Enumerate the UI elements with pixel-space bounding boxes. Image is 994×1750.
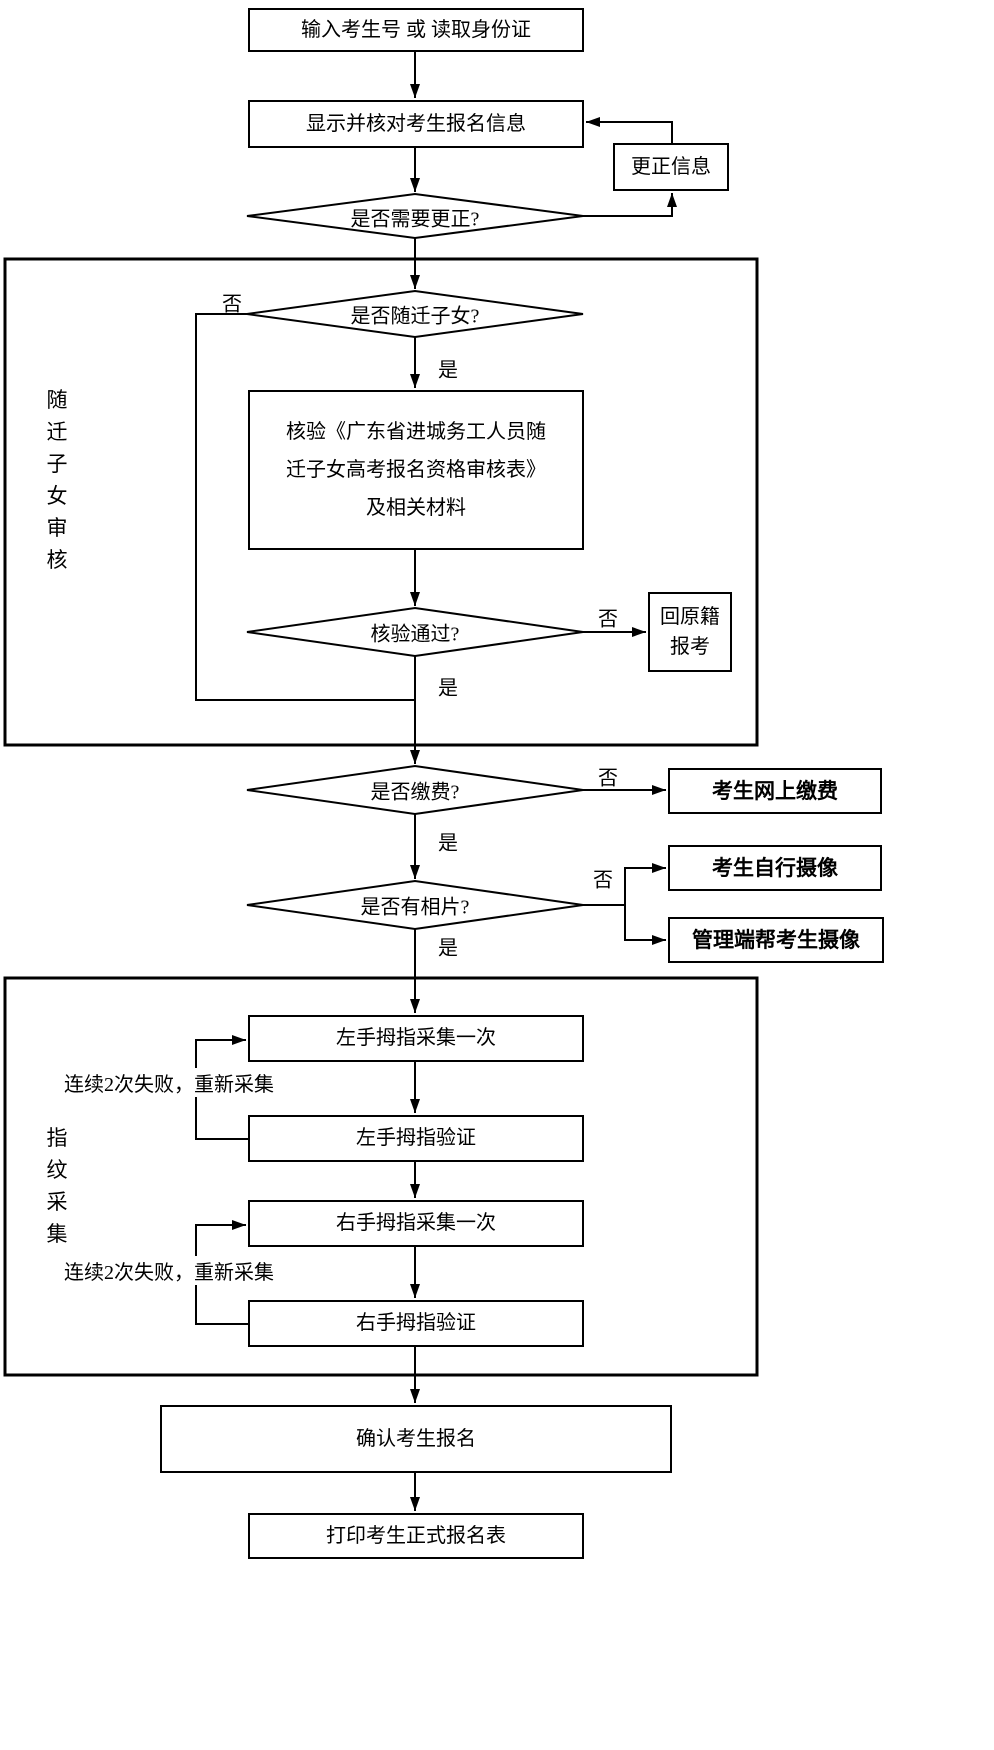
connector-migrant-no-bypass xyxy=(195,313,415,701)
node-verify-form: 核验《广东省进城务工人员随 迁子女高考报名资格审核表》 及相关材料 xyxy=(248,390,584,550)
decision-shapes xyxy=(246,192,584,931)
decision-need-correction-shape xyxy=(246,192,584,240)
flow-connectors xyxy=(195,52,677,1511)
decision-is-paid-label: 是否缴费? xyxy=(370,781,460,804)
node-input: 输入考生号 或 读取身份证 xyxy=(248,8,584,52)
node-print: 打印考生正式报名表 xyxy=(248,1513,584,1559)
node-verify-form-line3: 及相关材料 xyxy=(366,497,466,519)
connector-photo-no-to-self-photo xyxy=(624,863,666,905)
connector-need-correction-to-correct-info xyxy=(583,193,677,217)
node-left-collect-label: 左手拇指采集一次 xyxy=(336,1027,496,1049)
edge-label-yes-paid: 是 xyxy=(438,832,458,855)
fingerprint-region-border xyxy=(3,976,759,1377)
edge-label-no-verify-pass: 否 xyxy=(598,608,618,631)
connector-photo-no-to-admin-photo xyxy=(624,905,666,945)
node-correct-info-label: 更正信息 xyxy=(631,155,711,178)
note-retry-right-thumb: 连续2次失败，重新采集 xyxy=(62,1256,276,1285)
node-self-photo: 考生自行摄像 xyxy=(668,845,882,891)
node-right-verify: 右手拇指验证 xyxy=(248,1300,584,1347)
node-verify-form-line2: 迁子女高考报名资格审核表》 xyxy=(286,459,546,481)
node-input-label: 输入考生号 或 读取身份证 xyxy=(301,18,531,41)
decision-is-paid-shape xyxy=(246,764,584,816)
decision-need-correction-label: 是否需要更正? xyxy=(350,208,480,231)
connector-correct-info-to-display xyxy=(586,117,673,143)
decision-is-migrant-shape xyxy=(246,289,584,339)
node-right-collect-label: 右手拇指采集一次 xyxy=(336,1212,496,1234)
note-retry-left-thumb: 连续2次失败，重新采集 xyxy=(62,1068,276,1097)
node-admin-photo-label: 管理端帮考生摄像 xyxy=(692,927,860,952)
node-confirm: 确认考生报名 xyxy=(160,1405,672,1473)
decision-verify-pass-label: 核验通过? xyxy=(370,623,460,646)
node-return-origin-line2: 报考 xyxy=(670,636,710,658)
node-correct-info: 更正信息 xyxy=(613,143,729,191)
migrant-review-region-border xyxy=(3,257,759,747)
edge-label-no-migrant: 否 xyxy=(222,293,242,316)
node-return-origin-line1: 回原籍 xyxy=(660,606,720,628)
edge-label-yes-photo: 是 xyxy=(438,937,458,960)
edge-label-no-paid: 否 xyxy=(598,767,618,790)
decision-verify-pass-shape xyxy=(246,606,584,658)
node-online-pay: 考生网上缴费 xyxy=(668,768,882,814)
node-right-collect: 右手拇指采集一次 xyxy=(248,1200,584,1247)
node-left-verify: 左手拇指验证 xyxy=(248,1115,584,1162)
decision-is-migrant-label: 是否随迁子女? xyxy=(350,305,480,328)
decision-has-photo-label: 是否有相片? xyxy=(360,896,470,919)
edge-label-yes-migrant: 是 xyxy=(438,359,458,382)
node-self-photo-label: 考生自行摄像 xyxy=(712,855,838,880)
region-label-migrant-review: 随迁子女审核 xyxy=(46,388,68,572)
decision-has-photo-shape xyxy=(246,879,584,931)
node-return-origin: 回原籍 报考 xyxy=(648,592,732,672)
node-admin-photo: 管理端帮考生摄像 xyxy=(668,917,884,963)
edge-label-no-photo: 否 xyxy=(593,869,613,892)
node-print-label: 打印考生正式报名表 xyxy=(326,1524,506,1547)
node-left-collect: 左手拇指采集一次 xyxy=(248,1015,584,1062)
node-display: 显示并核对考生报名信息 xyxy=(248,100,584,148)
edge-label-yes-verify-pass: 是 xyxy=(438,677,458,700)
region-label-fingerprint: 指纹采集 xyxy=(46,1126,68,1246)
node-verify-form-line1: 核验《广东省进城务工人员随 xyxy=(286,421,546,443)
node-right-verify-label: 右手拇指验证 xyxy=(356,1312,476,1334)
node-online-pay-label: 考生网上缴费 xyxy=(712,778,838,803)
node-display-label: 显示并核对考生报名信息 xyxy=(306,112,526,135)
node-confirm-label: 确认考生报名 xyxy=(356,1427,476,1450)
node-left-verify-label: 左手拇指验证 xyxy=(356,1127,476,1149)
